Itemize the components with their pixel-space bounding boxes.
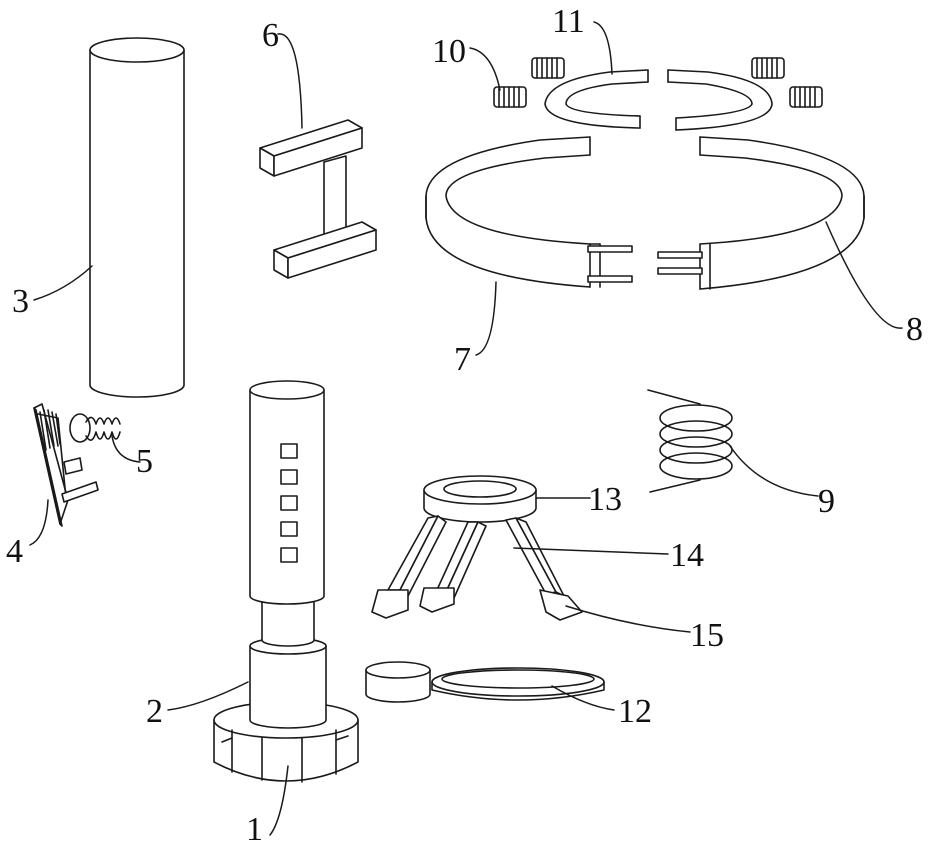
label-11: 11 <box>552 3 585 40</box>
label-9: 9 <box>818 483 835 520</box>
label-14: 14 <box>670 537 704 574</box>
part-8-ring-half-right <box>658 137 864 289</box>
part-14-legs <box>388 516 564 598</box>
part-15-feet <box>372 588 582 620</box>
label-3: 3 <box>12 283 29 320</box>
part-12-ring-and-cup <box>366 662 604 702</box>
part-10-springs <box>494 58 822 107</box>
label-1: 1 <box>246 811 263 848</box>
part-3-cylinder <box>90 38 184 397</box>
part-13-hub-ring <box>424 476 536 522</box>
label-12: 12 <box>618 693 652 730</box>
label-2: 2 <box>146 693 163 730</box>
part-9-coil-spring <box>648 390 732 492</box>
label-4: 4 <box>6 533 23 570</box>
label-5: 5 <box>136 443 153 480</box>
label-10: 10 <box>432 33 466 70</box>
part-7-ring-half-left <box>426 137 632 287</box>
label-13: 13 <box>588 481 622 518</box>
part-6-bracket <box>260 120 376 278</box>
part-11-small-ring <box>545 70 772 130</box>
part-2-column <box>250 381 326 728</box>
label-6: 6 <box>262 17 279 54</box>
label-15: 15 <box>690 617 724 654</box>
label-8: 8 <box>906 311 923 348</box>
label-7: 7 <box>454 341 471 378</box>
